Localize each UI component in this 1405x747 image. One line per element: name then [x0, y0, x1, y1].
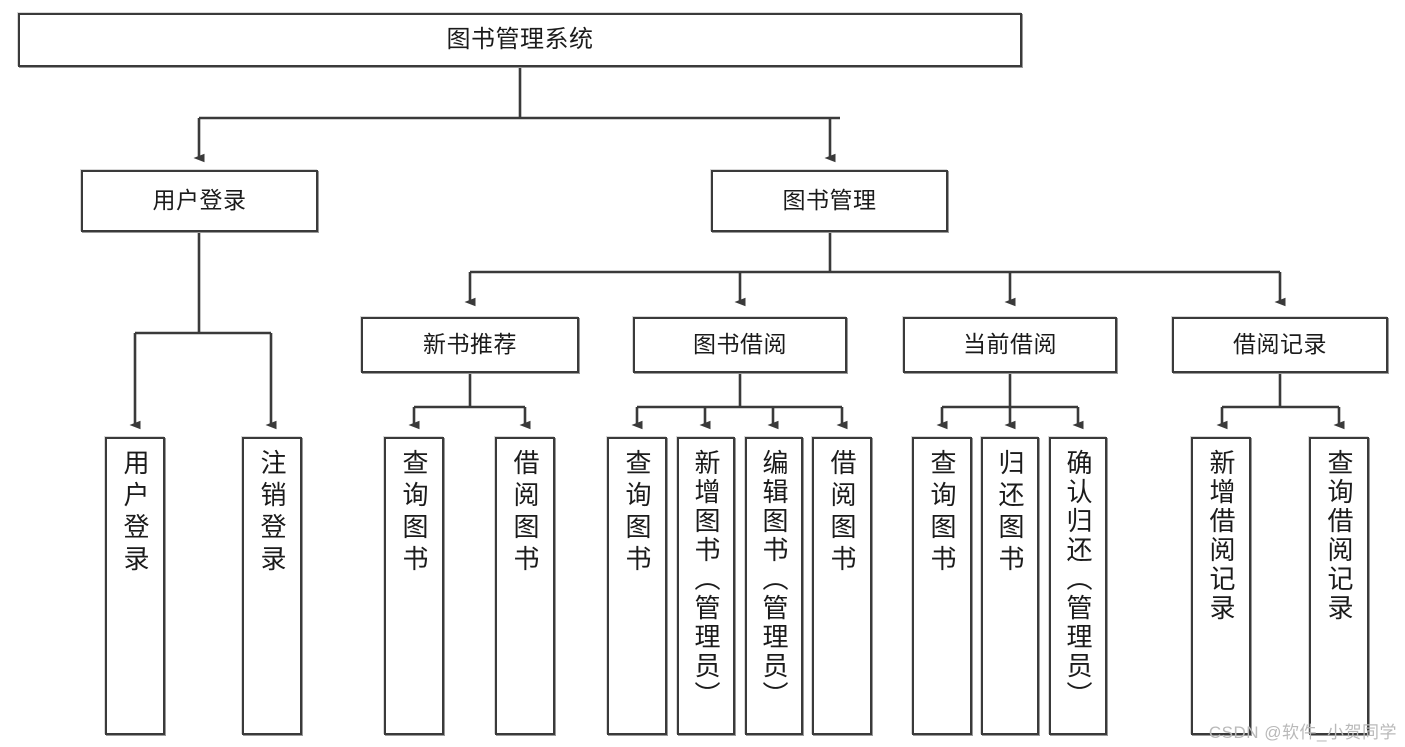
- leaf-query-book-recommend[interactable]: 查询图书: [384, 437, 444, 735]
- node-label: 确认归还（管理员）: [1063, 449, 1093, 710]
- leaf-user-login[interactable]: 用户登录: [105, 437, 165, 735]
- node-label: 查询图书: [622, 449, 652, 577]
- leaf-confirm-return-admin[interactable]: 确认归还（管理员）: [1049, 437, 1107, 735]
- leaf-logout-login[interactable]: 注销登录: [242, 437, 302, 735]
- node-new-book-recommend[interactable]: 新书推荐: [361, 317, 579, 373]
- leaf-query-borrow-record[interactable]: 查询借阅记录: [1309, 437, 1369, 735]
- leaf-return-book[interactable]: 归还图书: [981, 437, 1039, 735]
- node-label: 新书推荐: [423, 331, 517, 358]
- leaf-borrow-book-borrow[interactable]: 借阅图书: [812, 437, 872, 735]
- node-label: 归还图书: [995, 449, 1025, 577]
- leaf-edit-book-admin[interactable]: 编辑图书（管理员）: [745, 437, 803, 735]
- leaf-query-book-current[interactable]: 查询图书: [912, 437, 972, 735]
- leaf-borrow-book-recommend[interactable]: 借阅图书: [495, 437, 555, 735]
- node-label: 查询图书: [399, 449, 429, 577]
- node-user-login[interactable]: 用户登录: [81, 170, 318, 232]
- node-root-system[interactable]: 图书管理系统: [18, 13, 1022, 67]
- node-borrow-record[interactable]: 借阅记录: [1172, 317, 1388, 373]
- node-book-borrow[interactable]: 图书借阅: [633, 317, 847, 373]
- leaf-query-book-borrow[interactable]: 查询图书: [607, 437, 667, 735]
- node-book-management[interactable]: 图书管理: [711, 170, 948, 232]
- leaf-add-book-admin[interactable]: 新增图书（管理员）: [677, 437, 735, 735]
- node-label: 借阅图书: [827, 449, 857, 577]
- node-label: 用户登录: [152, 187, 247, 214]
- csdn-watermark: CSDN @软件_小贺同学: [1208, 723, 1397, 742]
- node-label: 借阅图书: [510, 449, 540, 577]
- node-label: 用户登录: [120, 449, 150, 577]
- node-label: 编辑图书（管理员）: [759, 449, 789, 710]
- node-label: 图书管理系统: [446, 25, 594, 53]
- node-label: 当前借阅: [963, 331, 1057, 358]
- node-label: 查询图书: [927, 449, 957, 577]
- node-label: 查询借阅记录: [1324, 449, 1354, 623]
- node-label: 图书管理: [782, 187, 877, 214]
- node-label: 新增图书（管理员）: [691, 449, 721, 710]
- node-label: 图书借阅: [693, 331, 787, 358]
- node-label: 借阅记录: [1233, 331, 1327, 358]
- leaf-add-borrow-record[interactable]: 新增借阅记录: [1191, 437, 1251, 735]
- node-label: 注销登录: [257, 449, 287, 577]
- node-current-borrow[interactable]: 当前借阅: [903, 317, 1117, 373]
- node-label: 新增借阅记录: [1206, 449, 1236, 623]
